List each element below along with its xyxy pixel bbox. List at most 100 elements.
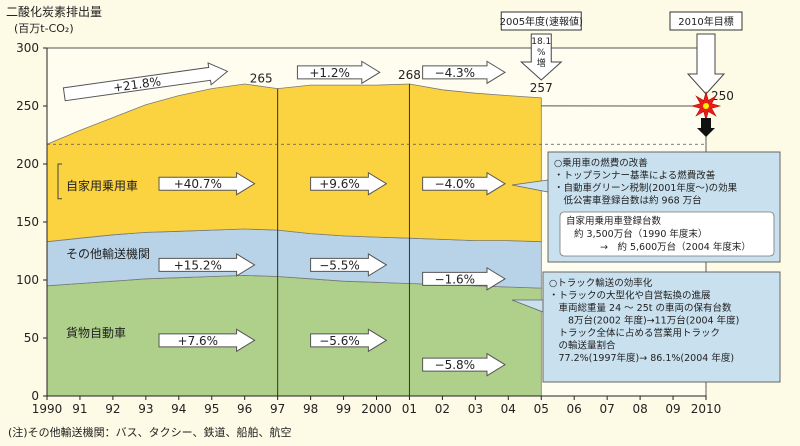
change-arrow-label: +40.7%: [174, 177, 222, 191]
y-tick-label: 50: [24, 331, 39, 345]
info-box-car-line: 低公害車登録台数は約 968 万台: [554, 195, 702, 207]
band-label-その他輸送機関: その他輸送機関: [66, 246, 150, 261]
info-box-car-line: ○乗用車の燃費の改善: [554, 157, 648, 169]
change-arrow-+21.8%: +21.8%: [62, 62, 229, 102]
change-arrow-shape: [158, 253, 256, 277]
total-label-265: 265: [250, 72, 273, 86]
x-tick-label: 08: [632, 402, 647, 416]
total-label-268: 268: [398, 68, 421, 82]
x-tick-label: 09: [665, 402, 680, 416]
info-box-truck-line: ・トラックの大型化や自営転換の進展: [549, 290, 711, 302]
x-tick-label: 93: [138, 402, 153, 416]
band-bracket: [57, 163, 62, 200]
y-tick-label: 200: [16, 157, 39, 171]
info-box-truck-line: ○トラック輸送の効率化: [549, 277, 653, 289]
y-tick-label: 250: [16, 99, 39, 113]
x-tick-label: 03: [468, 402, 483, 416]
target-label-box: [669, 11, 743, 31]
change-arrow-label: −4.0%: [435, 177, 476, 191]
info-box-car-line: ・トップランナー基準による燃費改善: [554, 170, 716, 182]
info-box-truck-line: 77.2%(1997年度)→ 86.1%(2004 年度): [549, 352, 734, 364]
target-label: 2010年目標: [678, 15, 733, 28]
change-arrow-−1.6%: −1.6%: [422, 266, 506, 291]
change-arrow-label: −5.5%: [319, 258, 360, 272]
info-box-car: ○乗用車の燃費の改善・トップランナー基準による燃費改善・自動車グリーン税制(20…: [511, 151, 781, 263]
x-tick-label: 05: [534, 402, 549, 416]
callout-2005-box: [500, 11, 582, 31]
x-tick-label: 92: [105, 402, 120, 416]
change-arrow-+7.6%: +7.6%: [158, 328, 256, 353]
change-arrow-shape: [158, 171, 256, 196]
change-arrow-shape: [422, 60, 506, 85]
total-annotations: 265 268 257 250 2005年度(速報値) 18.1%増 2010年目標: [250, 11, 743, 137]
band-label-貨物自動車: 貨物自動車: [66, 325, 126, 340]
x-tick-label: 06: [567, 402, 582, 416]
x-tick-label: 01: [402, 402, 417, 416]
x-tick-label: 97: [270, 402, 285, 416]
change-arrows: +21.8% +1.2% −4.3% +40.7% +9.6% −4.0% +15.2% −5…: [57, 60, 506, 377]
info-box-truck-line: 8万台(2002 年度)→11万台(2004 年度): [549, 315, 739, 327]
change-arrow-+1.2%: +1.2%: [296, 60, 381, 85]
y-tick-label: 300: [16, 41, 39, 55]
callout-2005-arrow: [519, 33, 563, 81]
change-arrow-label: −4.3%: [435, 66, 476, 80]
info-box-car-line: ・自動車グリーン税制(2001年度〜)の効果: [554, 182, 738, 194]
change-arrow-−5.5%: −5.5%: [310, 253, 388, 277]
callout-2005-text: 18.1: [531, 37, 551, 47]
info-box-truck: ○トラック輸送の効率化・トラックの大型化や自営転換の進展 車両総重量 24 〜 …: [511, 271, 781, 383]
footnote: (注)その他輸送機関：バス、タクシー、鉄道、船舶、航空: [8, 425, 291, 439]
target-burst-core: [703, 103, 709, 109]
x-tick-label: 91: [72, 402, 87, 416]
change-arrow-label: +9.6%: [319, 177, 360, 191]
change-arrow-shape: [422, 171, 506, 196]
band-label-自家用乗用車: 自家用乗用車: [66, 178, 138, 193]
y-axis-unit: (百万t-CO₂): [14, 22, 74, 35]
target-down-arrow: [686, 33, 726, 95]
x-tick-label: 04: [501, 402, 516, 416]
info-boxes: ○乗用車の燃費の改善・トップランナー基準による燃費改善・自動車グリーン税制(20…: [511, 151, 781, 383]
change-arrow-label: +1.2%: [309, 66, 350, 80]
y-tick-label: 150: [16, 215, 39, 229]
change-arrow-shape: [158, 328, 256, 353]
change-arrow-−5.8%: −5.8%: [422, 352, 506, 377]
change-arrow-shape: [310, 171, 388, 196]
x-tick-label: 95: [204, 402, 219, 416]
x-tick-label: 07: [600, 402, 615, 416]
change-arrow-−5.6%: −5.6%: [310, 328, 388, 353]
change-arrow-−4.0%: −4.0%: [422, 171, 506, 196]
change-arrow-shape: [422, 352, 506, 377]
y-tick-label: 100: [16, 273, 39, 287]
info-box-car-line: 自家用乗用車登録台数: [566, 215, 662, 227]
change-arrow-−4.3%: −4.3%: [422, 60, 506, 85]
callout-2005-text: 増: [537, 57, 546, 69]
change-arrow-label: −1.6%: [435, 272, 476, 286]
change-arrow-+40.7%: +40.7%: [158, 171, 256, 196]
change-arrow-+15.2%: +15.2%: [158, 253, 256, 277]
change-arrow-label: +15.2%: [174, 258, 222, 272]
info-box-truck-box: [542, 271, 781, 383]
stacked-areas: [46, 83, 542, 397]
callout-2005-label: 2005年度(速報値): [500, 15, 583, 28]
change-arrow-shape: [296, 60, 381, 85]
target-down-black-arrow: [697, 118, 715, 137]
info-box-car-line: 約 3,500万台（1990 年度末）: [574, 228, 707, 240]
change-arrow-label: +7.6%: [178, 334, 219, 348]
x-tick-label: 2000: [361, 402, 392, 416]
titles: 二酸化炭素排出量 (百万t-CO₂) (注)その他輸送機関：バス、タクシー、鉄道…: [6, 4, 291, 439]
change-arrow-shape: [310, 328, 388, 353]
total-label-250: 250: [711, 89, 734, 103]
change-arrow-shape: [422, 266, 506, 291]
change-arrow-label: −5.8%: [435, 358, 476, 372]
y-tick-label: 0: [31, 389, 39, 403]
x-tick-label: 96: [237, 402, 252, 416]
info-box-truck-line: トラック全体に占める営業用トラック: [549, 327, 720, 339]
info-box-car-line: → 約 5,600万台（2004 年度末）: [600, 241, 751, 253]
x-tick-label: 98: [303, 402, 318, 416]
change-arrow-+9.6%: +9.6%: [310, 171, 388, 196]
x-tick-label: 99: [336, 402, 351, 416]
change-arrow-shape: [62, 62, 229, 102]
callout-2005-text: %: [537, 48, 546, 58]
total-label-257: 257: [530, 81, 553, 95]
